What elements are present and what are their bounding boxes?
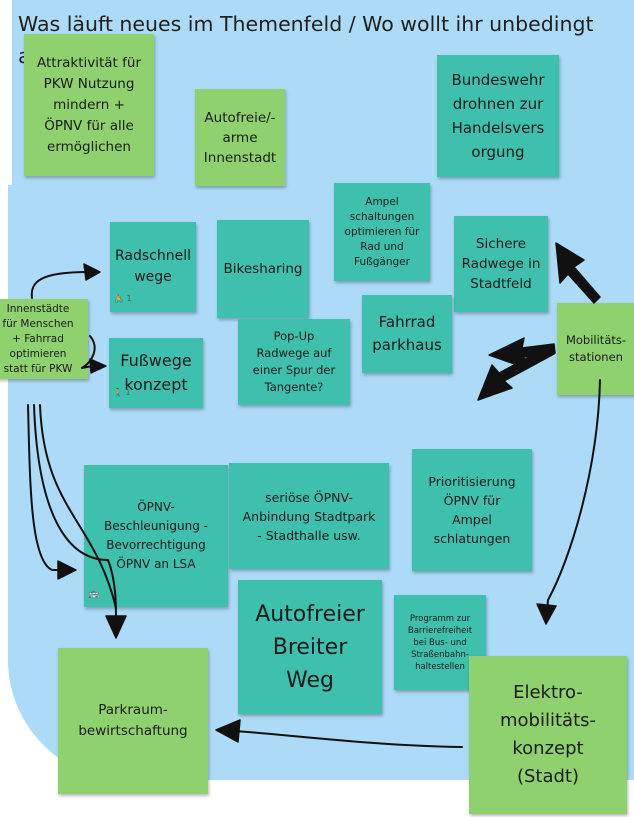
note-text: seriöse ÖPNV- Anbindung Stadtpark - Stad… bbox=[242, 489, 376, 543]
note-text: Autofreie/- arme Innenstadt bbox=[203, 109, 277, 166]
note-text: Elektro- mobilitäts- konzept (Stadt) bbox=[500, 682, 596, 787]
note-text: Programm zur Barrierefreiheit bei Bus- u… bbox=[407, 613, 473, 672]
note-priorisierung[interactable]: Prioritisierung ÖPNV für Ampel schlatung… bbox=[412, 449, 532, 571]
note-text: Bikesharing bbox=[223, 261, 303, 277]
note-text: Bundeswehr drohnen zur Handelsvers orgun… bbox=[451, 71, 545, 161]
note-mobilitaetsstationen[interactable]: Mobilitäts- stationen bbox=[557, 303, 634, 395]
note-autofreier-breiter-weg[interactable]: Autofreier Breiter Weg bbox=[238, 580, 382, 714]
note-fusswegekonzept[interactable]: Fußwege konzept 🚶 1 bbox=[109, 338, 203, 408]
note-oepnv-beschleunigung[interactable]: ÖPNV- Beschleunigung - Bevorrechtigung Ö… bbox=[84, 465, 228, 607]
note-ampelschaltungen[interactable]: Ampel schaltungen optimieren für Rad und… bbox=[334, 183, 430, 281]
note-elektromobilitaet[interactable]: Elektro- mobilitäts- konzept (Stadt) bbox=[469, 656, 627, 814]
note-bikesharing[interactable]: Bikesharing bbox=[217, 220, 309, 318]
board-title: Was läuft neues im Themenfeld / Wo wollt… bbox=[18, 12, 594, 68]
note-text: ÖPNV- Beschleunigung - Bevorrechtigung Ö… bbox=[104, 500, 208, 571]
note-text: Parkraum- bewirtschaftung bbox=[78, 702, 188, 739]
note-text: Radschnell wege bbox=[115, 248, 192, 285]
note-popup-radwege[interactable]: Pop-Up Radwege auf einer Spur der Tangen… bbox=[238, 319, 350, 405]
note-text: Autofreier Breiter Weg bbox=[255, 601, 365, 693]
note-text: Fußwege konzept bbox=[120, 351, 192, 394]
note-attraktivitaet[interactable]: Attraktivität für PKW Nutzung mindern + … bbox=[24, 34, 154, 176]
note-innenstaedte[interactable]: Innenstädte für Menschen + Fahrrad optim… bbox=[0, 299, 88, 379]
note-text: Fahrrad parkhaus bbox=[372, 313, 442, 354]
note-text: Sichere Radwege in Stadtfeld bbox=[461, 236, 541, 292]
note-autofreie-innenstadt[interactable]: Autofreie/- arme Innenstadt bbox=[195, 89, 285, 186]
note-barrierefreiheit[interactable]: Programm zur Barrierefreiheit bei Bus- u… bbox=[394, 595, 486, 690]
background-notch bbox=[0, 0, 12, 185]
note-sichere-radwege[interactable]: Sichere Radwege in Stadtfeld bbox=[454, 216, 548, 312]
note-fahrradparkhaus[interactable]: Fahrrad parkhaus bbox=[362, 295, 452, 373]
note-radschnellwege[interactable]: Radschnell wege 🚴 1 bbox=[110, 222, 196, 312]
vote-tag: 🚴 1 bbox=[114, 294, 132, 303]
note-text: Pop-Up Radwege auf einer Spur der Tangen… bbox=[252, 329, 336, 394]
note-parkraum[interactable]: Parkraum- bewirtschaftung bbox=[58, 648, 208, 794]
note-oepnv-anbindung[interactable]: seriöse ÖPNV- Anbindung Stadtpark - Stad… bbox=[229, 463, 389, 569]
note-text: Innenstädte für Menschen + Fahrrad optim… bbox=[2, 302, 74, 375]
note-text: Mobilitäts- stationen bbox=[565, 333, 627, 364]
note-bundeswehr[interactable]: Bundeswehr drohnen zur Handelsvers orgun… bbox=[437, 55, 559, 177]
note-text: Ampel schaltungen optimieren für Rad und… bbox=[344, 195, 420, 268]
note-text: Prioritisierung ÖPNV für Ampel schlatung… bbox=[428, 474, 516, 546]
vote-tag: 🚶 1 bbox=[113, 388, 131, 397]
note-text: Attraktivität für PKW Nutzung mindern + … bbox=[36, 54, 142, 155]
bus-icon: 🚌 bbox=[88, 589, 100, 599]
